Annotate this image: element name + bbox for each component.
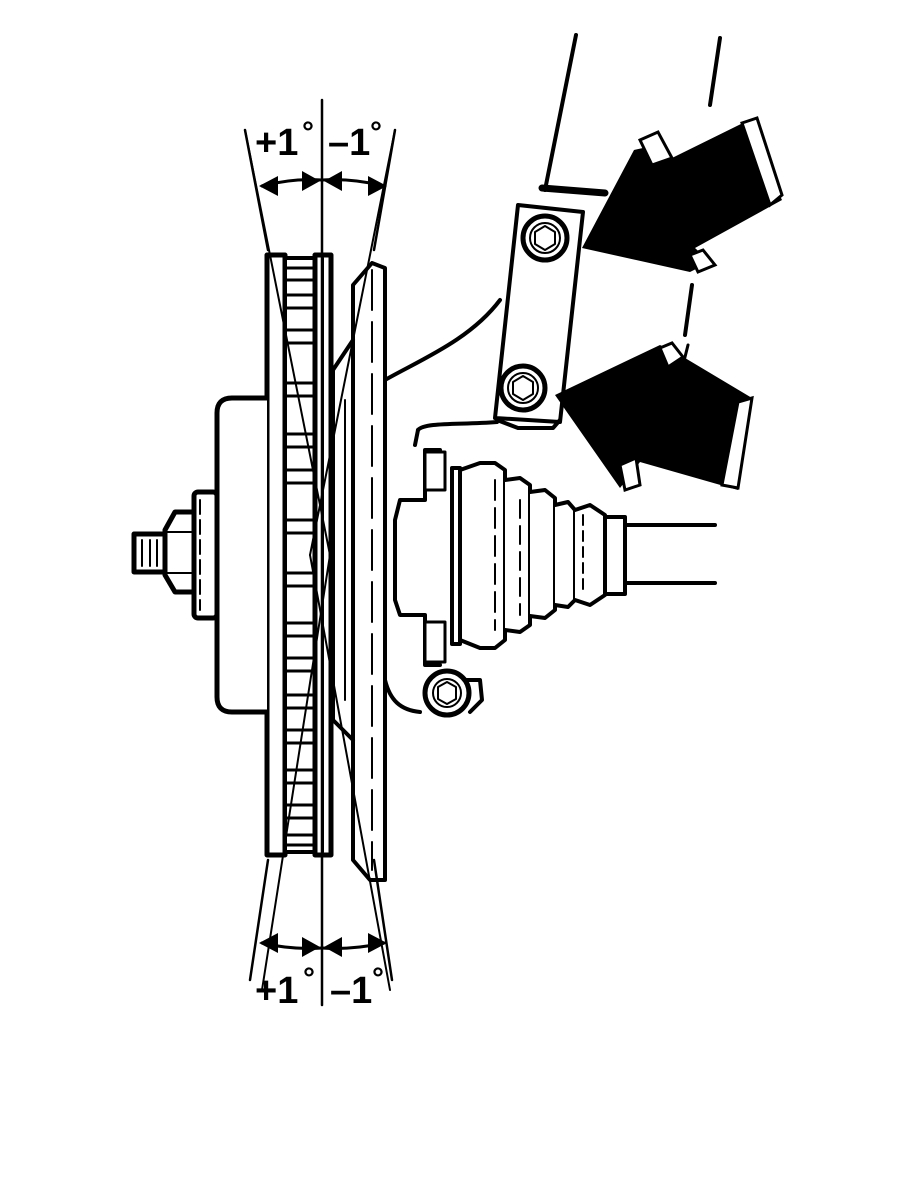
axle-nut-icon xyxy=(131,509,197,595)
knuckle-bolt-icon xyxy=(422,668,484,718)
bottom-angle-labels: +1 ° –1 ° xyxy=(255,962,384,1012)
disc-vanes xyxy=(283,266,317,847)
bottom-negative-degree-symbol: ° xyxy=(372,962,384,995)
bottom-positive-angle-label: +1 xyxy=(255,970,298,1012)
lower-callout-arrow-icon xyxy=(555,341,754,492)
top-positive-angle-label: +1 xyxy=(255,122,298,164)
top-negative-degree-symbol: ° xyxy=(370,116,382,149)
top-negative-angle-label: –1 xyxy=(328,122,370,164)
runout-diagonals xyxy=(244,98,396,1007)
upper-callout-arrow-icon xyxy=(582,116,784,274)
bottom-positive-degree-symbol: ° xyxy=(303,962,315,995)
top-positive-degree-symbol: ° xyxy=(302,116,314,149)
dimension-arrowheads xyxy=(259,171,387,957)
strut-tube xyxy=(543,33,722,367)
dust-shield xyxy=(331,261,387,882)
upper-strut-bolt-icon xyxy=(520,213,570,263)
bottom-negative-angle-label: –1 xyxy=(330,970,372,1012)
top-angle-labels: +1 ° –1 ° xyxy=(255,116,382,164)
camber-limit-lines xyxy=(243,128,397,982)
cv-joint-boot xyxy=(393,448,717,667)
lower-strut-bolt-icon xyxy=(498,363,548,413)
wheel-hub xyxy=(191,395,270,715)
